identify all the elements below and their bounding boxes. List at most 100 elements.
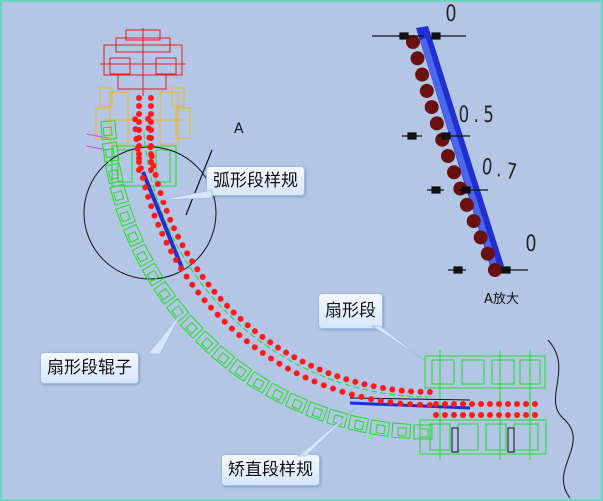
segment-frame-block [153, 280, 177, 305]
zoom-detail [372, 26, 528, 277]
arc-roller-inner [230, 309, 237, 316]
callout-fan-segment: 扇形段 [318, 293, 383, 329]
arc-roller-inner [189, 258, 196, 265]
arc-roller-inner [370, 383, 377, 390]
arc-roller-outer [137, 165, 144, 172]
straight-roller-top [451, 401, 457, 407]
gauge-clamp [453, 266, 463, 274]
frame-outer [265, 382, 289, 405]
break-line [547, 339, 574, 499]
arc-roller-inner [352, 378, 359, 385]
frame-outer [122, 223, 145, 248]
callout-arc-template: 弧形段样规 [206, 166, 305, 196]
straight-roller-top [460, 401, 466, 407]
straight-roller-top [496, 401, 502, 407]
arc-roller-outer [134, 145, 141, 152]
arc-roller-outer [136, 155, 142, 162]
arc-roller-outer [259, 350, 266, 356]
arc-roller-outer [208, 304, 214, 311]
scale-mark-bottom: 0 [525, 232, 537, 257]
gauge-clamp [399, 32, 409, 40]
segment-frame-block [104, 162, 124, 185]
arc-roller-outer [228, 325, 235, 332]
frame-outer [115, 203, 136, 227]
segment-frame-block [100, 120, 117, 141]
arc-roller-outer [189, 281, 196, 288]
segment-frame-block [228, 358, 253, 382]
straight-roller-bottom [451, 412, 457, 418]
segment-frame-block [109, 183, 130, 206]
arc-roller-inner [389, 386, 396, 393]
arc-roller-inner [217, 295, 224, 302]
detail-leader-line [185, 149, 213, 216]
arc-roller-outer [173, 257, 179, 263]
straight-roller-top [523, 401, 529, 407]
arc-roller-outer [293, 370, 300, 377]
segment-frame-block [369, 419, 391, 437]
frame-outer [413, 424, 433, 440]
arc-roller-outer [151, 212, 158, 219]
straight-roller-bottom [460, 412, 466, 418]
frame-inner [291, 398, 304, 411]
segment-frame-block [347, 414, 370, 434]
arc-roller-outer [285, 365, 291, 372]
arc-roller-inner [283, 349, 290, 356]
arc-roller-outer [201, 297, 208, 304]
frame-inner [252, 377, 265, 391]
gauge-clamp [441, 132, 451, 140]
segment-frame-block [211, 345, 236, 369]
zoom-gauge-ticks [372, 32, 528, 274]
frame-inner [185, 321, 199, 335]
frame-inner [108, 169, 119, 180]
straight-roller-bottom [523, 412, 529, 418]
frame-outer [228, 358, 253, 382]
frame-outer [101, 141, 120, 163]
arc-roller-outer [339, 388, 346, 395]
arc-roller-outer [358, 393, 365, 400]
zoom-roller [406, 35, 420, 49]
segment-frame-block [194, 330, 220, 355]
arc-roller-inner [199, 274, 206, 280]
straight-roller-bottom [496, 412, 502, 418]
arc-roller-outer [133, 136, 140, 142]
frame-outer [305, 401, 329, 422]
arc-roller-outer [183, 273, 190, 280]
segment-frame-block [305, 401, 329, 422]
arc-roller-inner [146, 134, 153, 141]
arc-roller-inner [291, 354, 298, 361]
frame-inner [112, 190, 125, 202]
arc-roller-outer [178, 265, 185, 272]
frame-outer [165, 298, 190, 323]
arc-roller-outer [276, 360, 283, 367]
straight-roller-bottom [469, 412, 475, 418]
arc-roller-outer [139, 174, 146, 181]
straight-roller-top [469, 401, 475, 407]
view-a-label: A [234, 121, 244, 137]
straight-roller-top [532, 401, 538, 407]
frame-outer [194, 330, 220, 355]
callout-segment-roller: 扇形段辊子 [40, 352, 139, 384]
arc-roller-outer [148, 203, 155, 210]
arc-roller-outer [132, 126, 139, 133]
callout-straightening-template: 矫直段样规 [221, 454, 320, 486]
frame-outer [131, 243, 154, 268]
arc-roller-inner [147, 144, 154, 151]
arc-roller-inner [160, 199, 167, 206]
straight-roller-bottom [532, 412, 538, 418]
arc-roller-inner [175, 233, 182, 240]
straightening-template-outline [349, 397, 471, 401]
straight-roller-top [505, 401, 511, 407]
arc-roller-inner [179, 242, 186, 249]
segment-frame-block [413, 424, 433, 440]
arc-roller-outer [330, 385, 336, 392]
frame-outer [141, 262, 165, 287]
frame-outer [179, 314, 204, 339]
zoom-roller [419, 83, 434, 98]
arc-roller-inner [259, 333, 266, 340]
frame-inner [353, 419, 365, 431]
straight-roller-top [514, 401, 520, 407]
arc-roller-inner [252, 328, 258, 335]
segment-frame-block [141, 262, 165, 287]
